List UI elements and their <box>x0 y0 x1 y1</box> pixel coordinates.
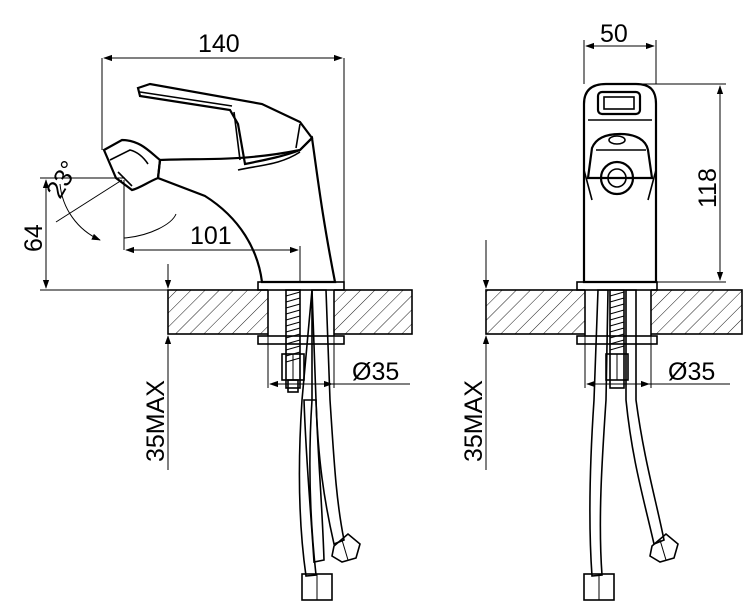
counter-thickness-left-label: 35MAX <box>142 380 170 462</box>
front-height-label: 118 <box>694 168 722 208</box>
countertop-side <box>167 289 413 336</box>
side-view: 140 64 23° 101 35MAX <box>20 30 413 601</box>
threaded-rod-side <box>281 289 305 393</box>
faucet-body-side <box>102 82 345 291</box>
spout-reach-label: 101 <box>190 222 232 250</box>
hoses-side <box>298 289 361 601</box>
front-view: 50 118 35MAX Ø35 <box>460 20 743 601</box>
side-width-label: 140 <box>198 30 240 58</box>
side-height-label: 64 <box>20 224 48 252</box>
hoses-front <box>583 289 679 601</box>
hole-diameter-right-label: Ø35 <box>668 358 715 386</box>
angle-label: 23° <box>41 156 84 203</box>
counter-thickness-right-label: 35MAX <box>460 380 488 462</box>
hole-diameter-left-label: Ø35 <box>352 358 399 386</box>
front-width-label: 50 <box>600 20 628 48</box>
faucet-body-front <box>582 82 658 284</box>
